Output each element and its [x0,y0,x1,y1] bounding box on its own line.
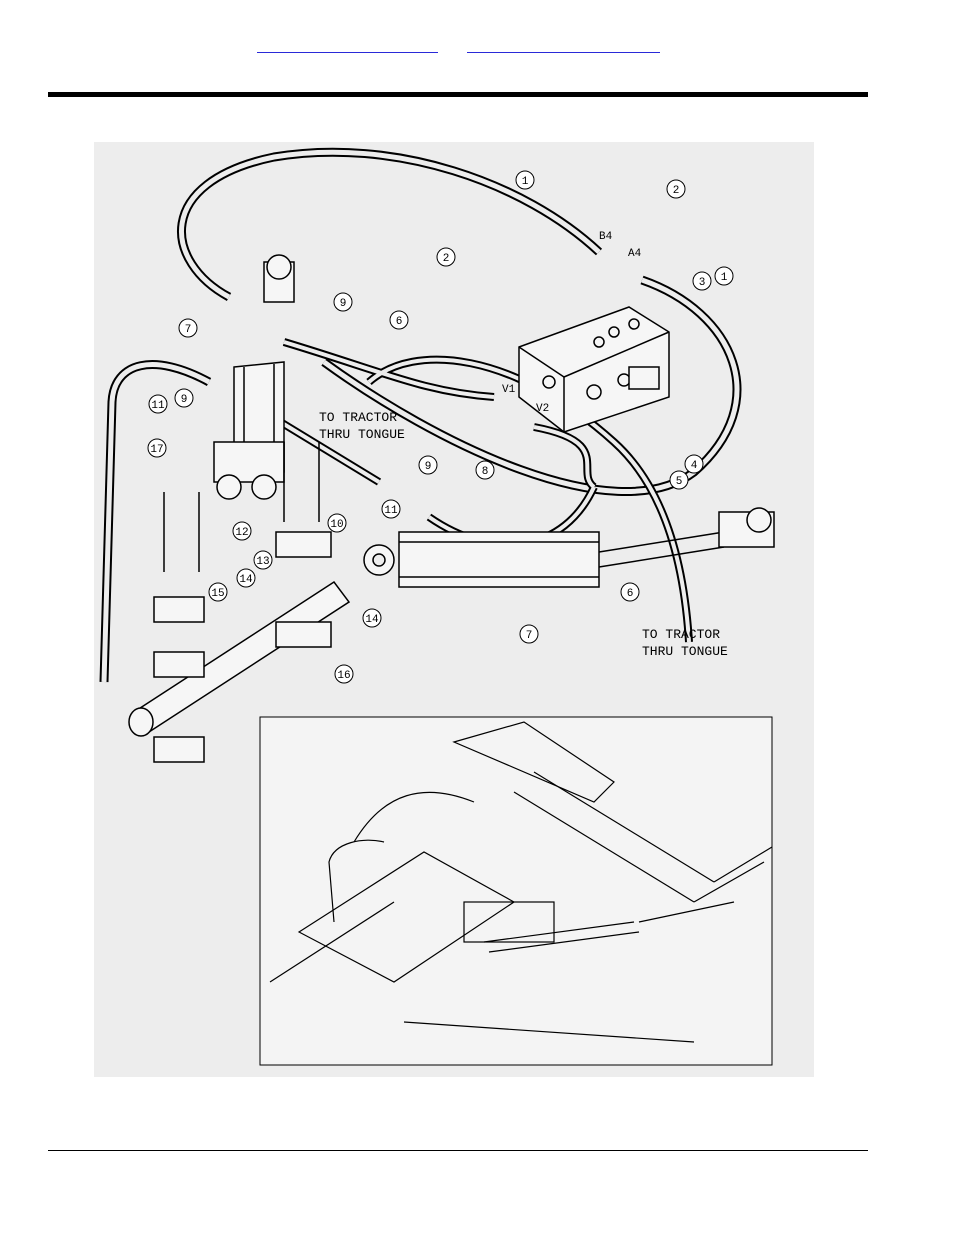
callout-11b: 11 [381,499,401,519]
svg-text:15: 15 [211,588,224,600]
note-to-tractor-1-line2: THRU TONGUE [319,427,405,442]
header-link-1[interactable] [257,38,438,53]
cylinder-7a [213,254,295,500]
svg-text:5: 5 [676,476,683,488]
callout-8: 8 [475,460,495,480]
svg-text:11: 11 [151,400,165,412]
callout-3: 3 [692,271,712,291]
callout-11a: 11 [148,394,168,414]
callout-9b: 9 [174,388,194,408]
svg-text:14: 14 [239,574,253,586]
port-label-v2: V2 [536,403,549,415]
svg-text:1: 1 [522,176,529,188]
callout-7b: 7 [519,624,539,644]
svg-text:13: 13 [256,556,269,568]
svg-text:8: 8 [482,466,489,478]
callout-5: 5 [669,470,689,490]
svg-text:4: 4 [691,460,698,472]
svg-text:7: 7 [185,324,192,336]
callout-2a: 2 [666,179,686,199]
callout-1a: 1 [515,170,535,190]
callout-4: 4 [684,454,704,474]
svg-text:6: 6 [396,316,403,328]
callout-14b: 14 [362,608,382,628]
hydraulic-parts-diagram: 1 2 2 3 1 9 7 6 9 11 17 8 4 5 9 11 12 10… [94,142,814,1077]
svg-text:6: 6 [627,588,634,600]
callout-9a: 9 [333,292,353,312]
cylinder-7b [363,507,775,588]
callout-12: 12 [232,521,252,541]
svg-text:10: 10 [330,519,343,531]
callout-9c: 9 [418,455,438,475]
header-link-2[interactable] [467,38,660,53]
svg-text:9: 9 [181,394,188,406]
header-links [0,38,954,58]
note-to-tractor-1-line1: TO TRACTOR [319,410,397,425]
callout-17: 17 [147,438,167,458]
footer-rule [48,1150,868,1151]
svg-text:9: 9 [425,461,432,473]
port-label-v1: V1 [502,384,516,396]
callout-6b: 6 [620,582,640,602]
svg-text:9: 9 [340,298,347,310]
callout-1b: 1 [714,266,734,286]
svg-text:16: 16 [337,670,350,682]
note-to-tractor-2-line1: TO TRACTOR [642,627,720,642]
clamp-parts [128,442,351,763]
svg-text:12: 12 [235,527,248,539]
assembly-inset-view [259,716,773,1066]
svg-text:2: 2 [673,185,680,197]
callout-14a: 14 [236,568,256,588]
port-label-b4: B4 [599,231,613,243]
callout-7a: 7 [178,318,198,338]
callout-6a: 6 [389,310,409,330]
callout-2b: 2 [436,247,456,267]
svg-text:7: 7 [526,630,533,642]
callout-15: 15 [208,582,228,602]
svg-text:14: 14 [365,614,379,626]
svg-text:2: 2 [443,253,450,265]
note-to-tractor-2-line2: THRU TONGUE [642,644,728,659]
svg-text:3: 3 [699,277,706,289]
callout-16: 16 [334,664,354,684]
svg-text:1: 1 [721,272,728,284]
callout-13: 13 [253,550,273,570]
svg-text:17: 17 [150,444,163,456]
valve-block [518,306,670,433]
svg-text:11: 11 [384,505,398,517]
header-rule [48,92,868,97]
callout-10: 10 [327,513,347,533]
port-label-a4: A4 [628,248,642,260]
